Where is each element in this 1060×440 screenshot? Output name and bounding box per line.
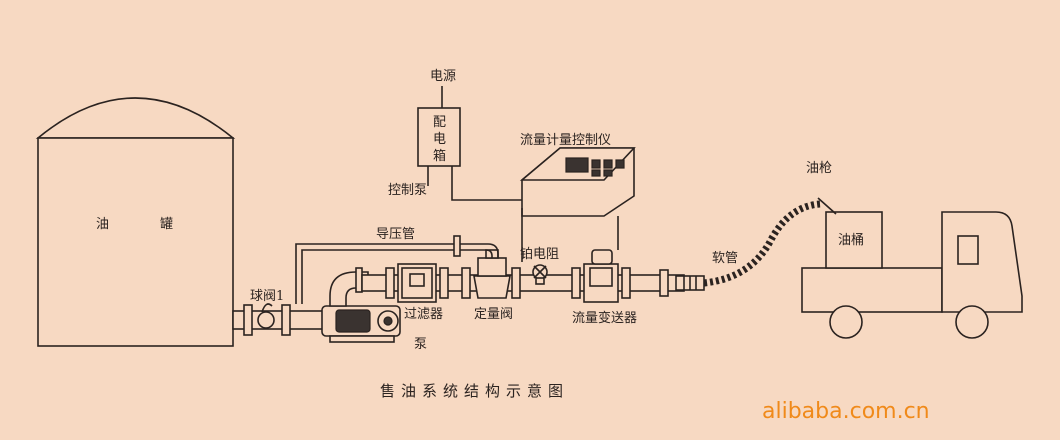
distribution-box — [417, 107, 461, 167]
control-pump-label: 控制泵 — [388, 183, 427, 198]
metering-valve-label: 定量阀 — [474, 307, 513, 322]
pump-label: 泵 — [414, 337, 427, 352]
hose — [675, 200, 821, 291]
oil-drum-label: 油桶 — [838, 233, 864, 248]
filter — [385, 263, 449, 303]
power-label: 电源 — [430, 69, 456, 84]
controller-wiring — [521, 208, 619, 262]
oil-drum — [825, 211, 883, 269]
ball-valve-label: 球阀1 — [250, 289, 284, 304]
tank-label: 油 — [96, 217, 109, 232]
hose-label: 软管 — [712, 251, 738, 266]
watermark-text: alibaba.com.cn — [762, 399, 930, 424]
flow-transmitter-label: 流量变送器 — [572, 310, 637, 326]
nozzle-label: 油枪 — [806, 160, 832, 176]
distribution-box-label-2: 电 — [433, 132, 446, 147]
pressure-pipe-label: 导压管 — [376, 227, 415, 242]
ball-valve — [257, 303, 275, 329]
flow-controller — [519, 147, 636, 217]
pressure-pipe — [295, 235, 499, 304]
flow-transmitter — [571, 249, 669, 303]
pt-resistor — [532, 264, 548, 285]
outlet-pipe — [232, 304, 326, 336]
diagram-caption: 售油系统结构示意图 — [380, 382, 569, 400]
pump — [321, 305, 401, 343]
metering-valve — [461, 249, 521, 299]
tank-label-2: 罐 — [160, 217, 173, 232]
distribution-box-label-1: 配 — [433, 115, 446, 130]
distribution-box-label-3: 箱 — [433, 148, 446, 164]
controller-label: 流量计量控制仪 — [520, 133, 611, 148]
oil-tank — [35, 97, 236, 347]
filter-label: 过滤器 — [404, 307, 443, 322]
nozzle — [817, 197, 837, 215]
pt-resistor-label: 铂电阻 — [520, 246, 559, 262]
